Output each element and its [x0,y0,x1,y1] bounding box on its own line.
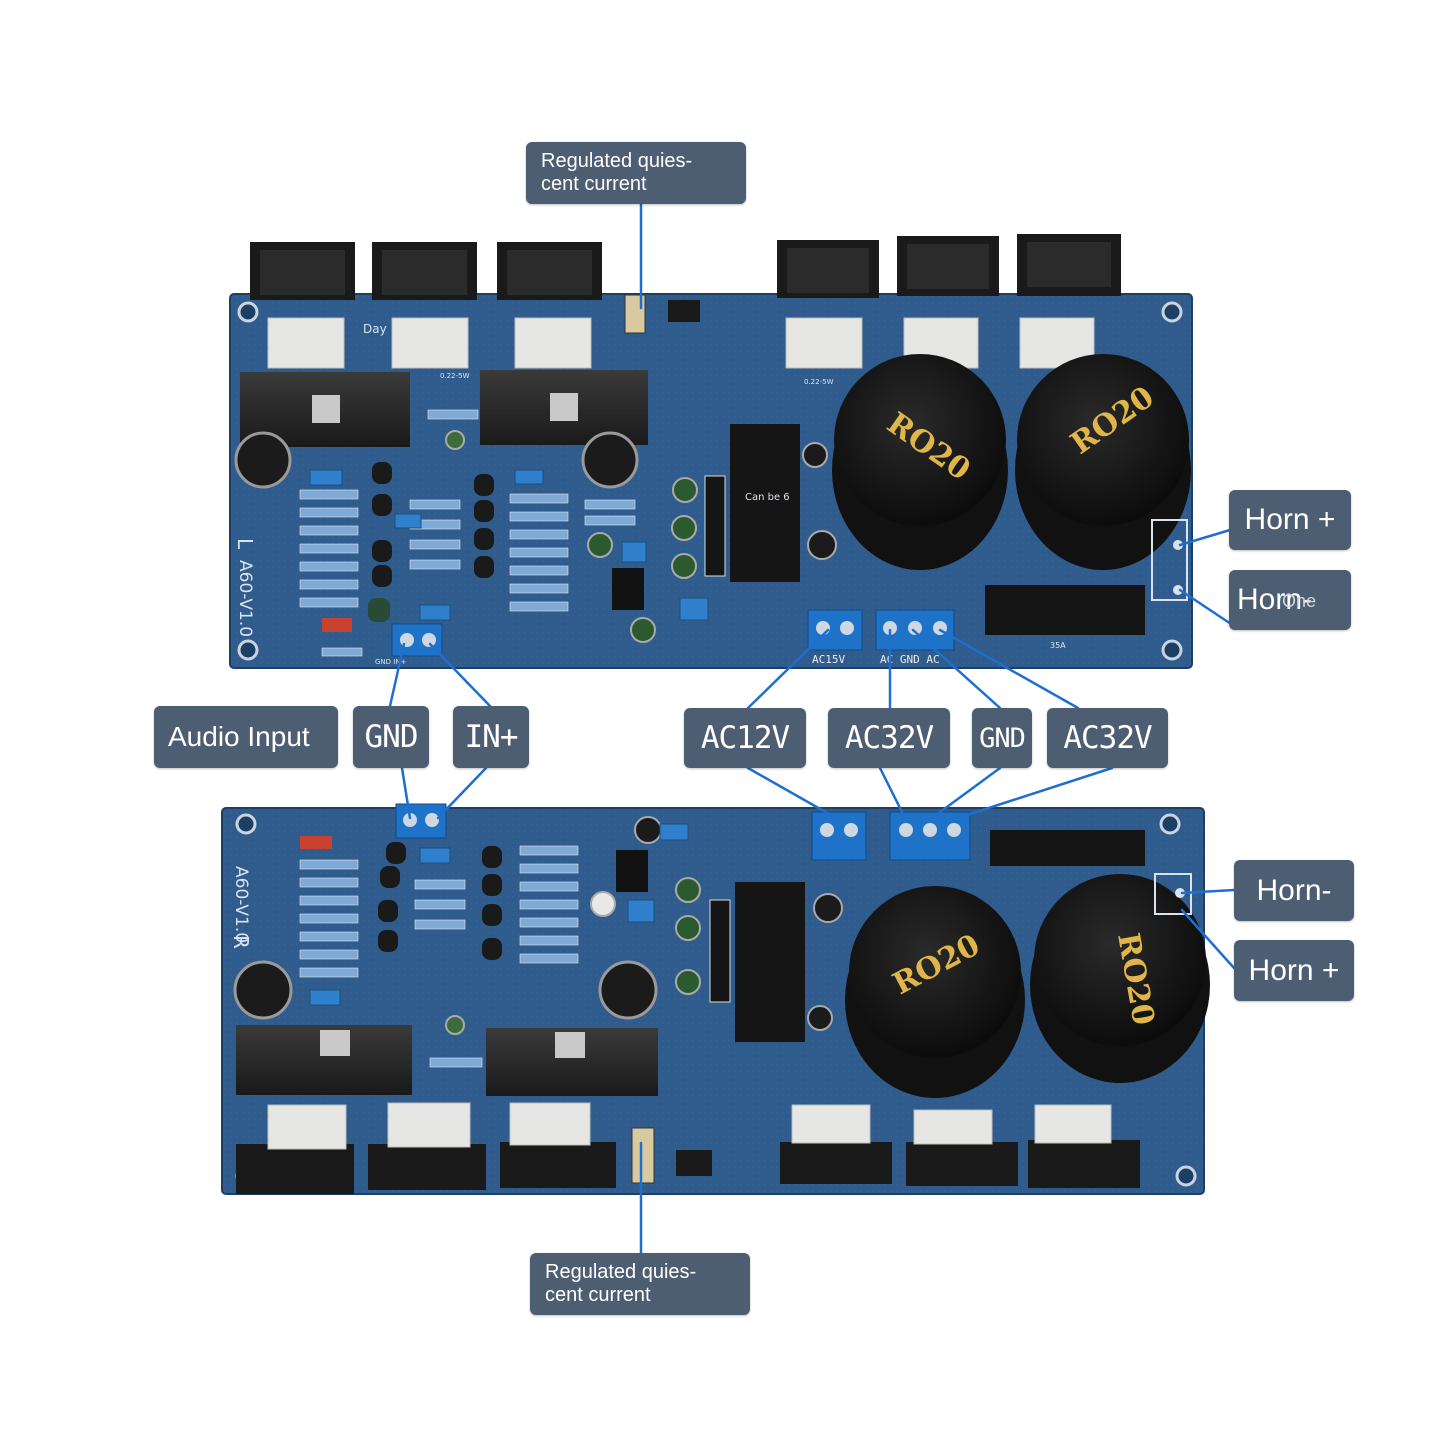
board-top: 0.22-5W 0.22-5W 0.22-5W Day [229,234,1193,669]
film-capacitors-top [309,469,709,621]
film-capacitors-bottom [309,823,689,1006]
ac12v-callout: AC12V [684,708,806,768]
power-transistors-top [250,234,1121,300]
bias-trimmer-bottom [631,1127,655,1184]
terminal-input-label: GND IN+ [375,658,407,666]
op-amp-ic [612,568,644,610]
relay-top: Can be 6 [704,424,800,582]
callout-text: AC32V [1063,720,1152,756]
day-note: Day [363,322,387,336]
callout-line: Regulated quies- [545,1261,697,1283]
callout-text: Horn- [1256,873,1332,907]
callout-overlay-text: One [1282,590,1317,611]
callout-text: Horn + [1248,953,1340,987]
ac32v-right-callout: AC32V [1047,708,1168,768]
horn-plus-bottom-callout: Horn + [1234,940,1354,1001]
filter-capacitors-bottom: RO20 RO20 [845,874,1210,1098]
terminal-input-bottom [395,803,447,839]
power-transistors-bottom [236,1140,1140,1194]
model-label: R [229,935,253,949]
horn-minus-top-callout: Horn-One [1229,570,1351,630]
bridge-rectifier-bottom [990,830,1145,866]
callout-text: AC32V [844,720,934,756]
terminal-ac15-bottom [811,811,867,861]
resistor-array-top [299,409,636,657]
cement-resistors-bottom [267,1102,1112,1150]
relay-note: Can be 6 [745,492,790,503]
terminal-input-top: GND IN+ [375,623,443,666]
output-pad-bottom [1154,873,1192,915]
horn-plus-top-callout: Horn + [1229,490,1351,550]
small-transistors-bottom [378,842,502,960]
callout-text: IN+ [464,719,519,755]
gnd-power-callout: GND [972,708,1032,768]
callout-text: Horn- [1237,583,1313,616]
model-label: L [233,538,257,550]
callout-text: GND [979,722,1026,754]
quiescent-current-callout-bottom: Regulated quies- cent current [530,1253,750,1315]
small-capacitors-bottom [233,816,843,1035]
callout-text: Audio Input [168,721,310,752]
resistor-rating-label: 0.22-5W [440,372,470,380]
audio-input-callout: Audio Input [154,706,338,768]
model-label: A60-V1.0 [235,560,255,637]
heatsinks-bottom [236,1025,658,1096]
callout-text: AC12V [700,720,790,756]
relay-bottom [709,882,805,1042]
callout-line: cent current [545,1284,651,1306]
small-capacitors-top [234,430,837,643]
resistor-rating-label: 0.22-5W [804,378,834,386]
ac32v-left-callout: AC32V [828,708,950,768]
op-amp-ic [616,850,648,892]
resistor-array-bottom [299,845,579,1068]
terminal-power-bottom [889,811,971,861]
leader-lines [388,201,1239,1255]
heatsinks-top [240,370,648,447]
quiescent-current-callout-top: Regulated quies- cent current [526,142,746,204]
terminal-power-label: AC GND AC [880,653,940,666]
bridge-rectifier-top: 35A [985,585,1145,650]
terminal-ac15-top: AC15V [807,609,863,666]
board-bottom: RO20 RO20 R A60-V1.0 [221,803,1210,1195]
output-pad-top [1151,519,1188,601]
red-capacitor [300,836,332,849]
gnd-input-callout: GND [353,706,429,768]
filter-capacitors-top: RO20 RO20 [832,354,1191,570]
bridge-label: 35A [1050,641,1066,650]
mounting-holes-top [237,301,1183,661]
red-capacitor [322,618,352,632]
callout-text: GND [364,719,419,755]
model-label: A60-V1.0 [231,866,251,943]
callout-line: Regulated quies- [541,150,693,172]
horn-minus-bottom-callout: Horn- [1234,860,1354,921]
jumper-header-top [668,300,700,322]
small-transistors-top [368,462,494,622]
callout-line: cent current [541,173,647,195]
terminal-ac15-label: AC15V [812,653,845,666]
jumper-header-bottom [676,1150,712,1176]
callout-text: Horn + [1244,503,1336,536]
in-plus-callout: IN+ [453,706,529,768]
